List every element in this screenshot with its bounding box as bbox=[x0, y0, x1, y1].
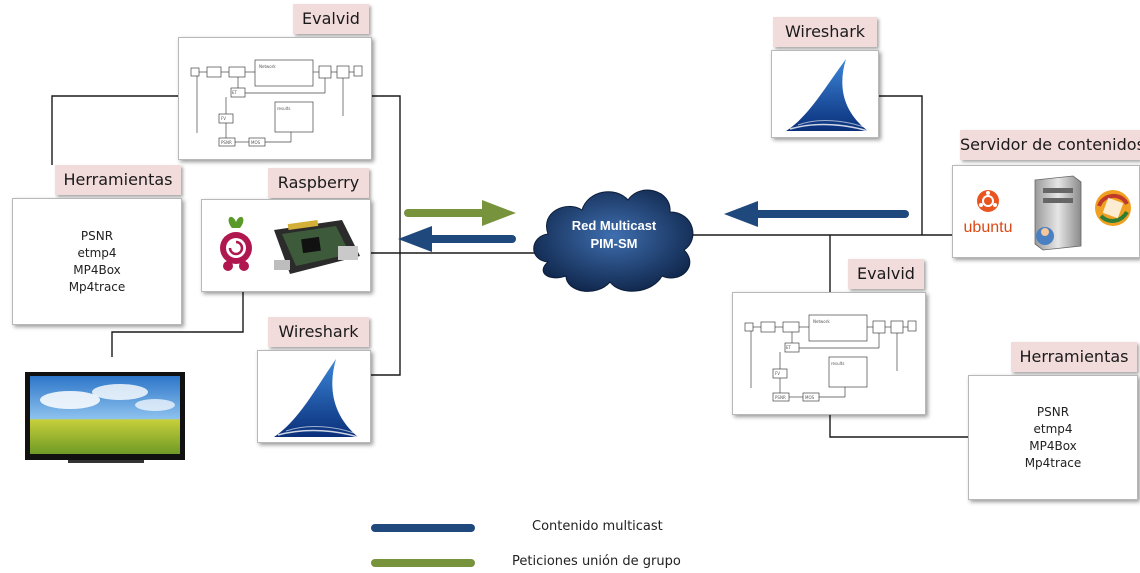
server-user-icon bbox=[1095, 190, 1131, 226]
svg-text:PSNR: PSNR bbox=[775, 395, 786, 400]
tool-item: MP4Box bbox=[73, 262, 121, 277]
tv-icon bbox=[25, 372, 185, 463]
arrow-join-request bbox=[404, 200, 516, 226]
wireshark-left-tag: Wireshark bbox=[268, 317, 369, 347]
connection-lines bbox=[51, 95, 968, 438]
ubuntu-wordmark: ubuntu bbox=[964, 219, 1013, 236]
arrow-multicast-left bbox=[398, 226, 516, 252]
legend-multicast-label: Contenido multicast bbox=[532, 519, 663, 534]
svg-text:results: results bbox=[831, 361, 844, 366]
tool-item: Mp4trace bbox=[68, 279, 126, 294]
wireshark-left-box bbox=[257, 350, 371, 443]
svg-text:FV: FV bbox=[775, 371, 780, 376]
legend-join-label: Peticiones unión de grupo bbox=[512, 554, 681, 569]
server-icon bbox=[1034, 175, 1082, 251]
line-evalvid-left-to-herramientas bbox=[51, 95, 178, 165]
tool-item: PSNR bbox=[1036, 404, 1070, 419]
tool-item: etmp4 bbox=[77, 245, 117, 260]
line-evalvid-right-to-herramientas bbox=[829, 415, 968, 438]
tool-item: Mp4trace bbox=[1024, 455, 1082, 470]
cloud-label-line1: Red Multicast bbox=[572, 218, 657, 233]
raspberry-pi-icon bbox=[220, 216, 252, 271]
svg-text:results: results bbox=[277, 106, 290, 111]
servidor-box: ubuntu bbox=[952, 165, 1140, 258]
multicast-cloud: Red Multicast PIM-SM bbox=[533, 189, 694, 292]
line-evalvid-left-to-wireshark bbox=[370, 95, 401, 376]
svg-text:MOS: MOS bbox=[805, 395, 815, 400]
tool-item: etmp4 bbox=[1033, 421, 1073, 436]
svg-text:MOS: MOS bbox=[251, 140, 261, 145]
raspberry-box bbox=[201, 199, 371, 292]
svg-text:Network: Network bbox=[259, 64, 276, 69]
evalvid-right-tag: Evalvid bbox=[848, 259, 924, 289]
tool-item: PSNR bbox=[80, 228, 114, 243]
raspberry-board-icon bbox=[274, 219, 360, 274]
servidor-tag: Servidor de contenidos bbox=[960, 130, 1140, 160]
wireshark-right-box bbox=[771, 50, 879, 138]
svg-text:ET: ET bbox=[232, 90, 238, 95]
svg-text:ET: ET bbox=[786, 345, 792, 350]
wireshark-fin-icon bbox=[786, 59, 869, 132]
raspberry-tag: Raspberry bbox=[268, 168, 369, 198]
line-wireshark-right bbox=[877, 95, 923, 235]
ubuntu-logo-icon: ubuntu bbox=[964, 190, 1013, 236]
herramientas-right-tag: Herramientas bbox=[1011, 342, 1137, 372]
tool-item: MP4Box bbox=[1029, 438, 1077, 453]
svg-text:PSNR: PSNR bbox=[221, 140, 232, 145]
herramientas-right-box: PSNR etmp4 MP4Box Mp4trace bbox=[968, 375, 1138, 500]
line-raspberry-to-tv bbox=[111, 292, 244, 357]
wireshark-right-tag: Wireshark bbox=[773, 17, 877, 47]
arrow-multicast-server bbox=[724, 201, 909, 227]
herramientas-left-tag: Herramientas bbox=[55, 165, 181, 195]
wireshark-fin-icon bbox=[274, 359, 359, 438]
svg-text:FV: FV bbox=[221, 116, 226, 121]
evalvid-left-tag: Evalvid bbox=[293, 4, 369, 34]
cloud-label-line2: PIM-SM bbox=[591, 236, 638, 251]
herramientas-left-box: PSNR etmp4 MP4Box Mp4trace bbox=[12, 198, 182, 325]
svg-text:Network: Network bbox=[813, 319, 830, 324]
